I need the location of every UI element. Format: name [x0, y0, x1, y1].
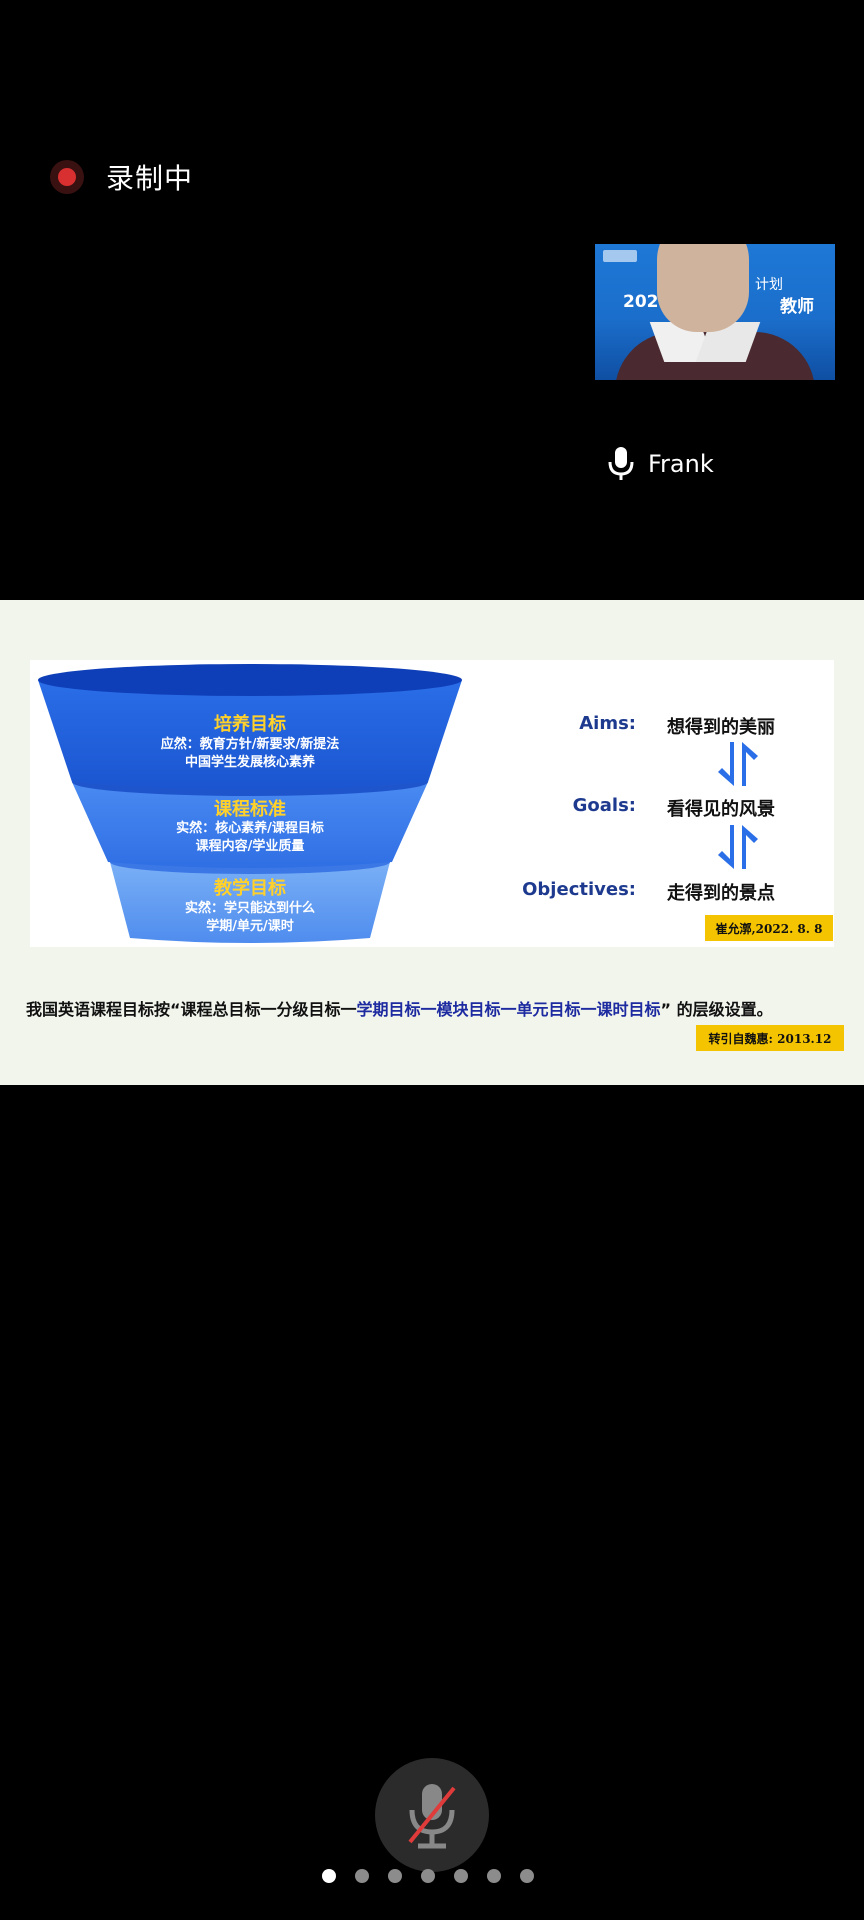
participant-name-label: Frank	[606, 446, 714, 482]
funnel-tier-1-title: 培养目标	[214, 714, 286, 735]
recording-label: 录制中	[106, 162, 194, 195]
funnel-tier-2-line1: 实然：核心素养/课程目标	[176, 821, 324, 836]
goal-funnel	[38, 664, 462, 943]
participant-video-tile[interactable]: 计划 202 教师	[595, 244, 835, 380]
sentence-highlight: 学期目标一模块目标一单元目标一课时目标	[356, 1000, 661, 1019]
double-arrow-icon	[718, 825, 758, 869]
funnel-tier-1-line1: 应然：教育方针/新要求/新提法	[160, 737, 340, 752]
page-dot[interactable]	[322, 1869, 336, 1883]
mute-toggle-button[interactable]	[375, 1758, 489, 1872]
page-dot[interactable]	[487, 1869, 501, 1883]
attribution-tag-2: 转引自魏惠: 2013.12	[696, 1025, 844, 1051]
funnel-tier-1-line2: 中国学生发展核心素养	[184, 755, 315, 770]
microphone-icon	[606, 446, 636, 482]
aims-label: Aims:	[579, 713, 636, 734]
page-dot[interactable]	[454, 1869, 468, 1883]
funnel-tier-3-line1: 实然：学只能达到什么	[184, 901, 315, 916]
video-overlay-text-2: 202	[623, 292, 659, 312]
participant-name: Frank	[648, 450, 714, 478]
sentence-suffix: ” 的层级设置。	[660, 1000, 773, 1019]
page-dot[interactable]	[421, 1869, 435, 1883]
shared-slide: 培养目标 应然：教育方针/新要求/新提法 中国学生发展核心素养 课程标准 实然：…	[0, 600, 864, 1085]
page-dot[interactable]	[355, 1869, 369, 1883]
microphone-muted-icon	[408, 1784, 456, 1849]
funnel-tier-3-title: 教学目标	[214, 878, 286, 899]
video-overlay-text-3: 教师	[780, 297, 814, 317]
page-dot[interactable]	[388, 1869, 402, 1883]
aims-value: 想得到的美丽	[667, 717, 775, 738]
page-indicator	[322, 1869, 534, 1883]
objectives-label: Objectives:	[522, 879, 636, 900]
slide-panel: 培养目标 应然：教育方针/新要求/新提法 中国学生发展核心素养 课程标准 实然：…	[30, 660, 834, 947]
double-arrow-icon	[718, 742, 758, 786]
attribution-tag-1: 崔允漷,2022. 8. 8	[705, 915, 833, 941]
funnel-tier-2-title: 课程标准	[214, 799, 286, 820]
funnel-tier-3-line2: 学期/单元/课时	[206, 919, 294, 934]
page-dot[interactable]	[520, 1869, 534, 1883]
record-icon	[50, 160, 84, 194]
sentence-prefix: 我国英语课程目标按“课程总目标一分级目标一	[26, 1000, 357, 1019]
slide-sentence: 我国英语课程目标按“课程总目标一分级目标一学期目标一模块目标一单元目标一课时目标…	[26, 996, 773, 1020]
funnel-tier-2-line2: 课程内容/学业质量	[195, 839, 305, 854]
goals-value: 看得见的风景	[667, 799, 775, 820]
objectives-value: 走得到的景点	[667, 883, 775, 904]
recording-indicator: 录制中	[50, 157, 193, 197]
school-logo-icon	[603, 250, 637, 262]
goals-label: Goals:	[572, 795, 636, 816]
participant-face	[657, 244, 749, 332]
video-overlay-text-1: 计划	[755, 277, 783, 293]
